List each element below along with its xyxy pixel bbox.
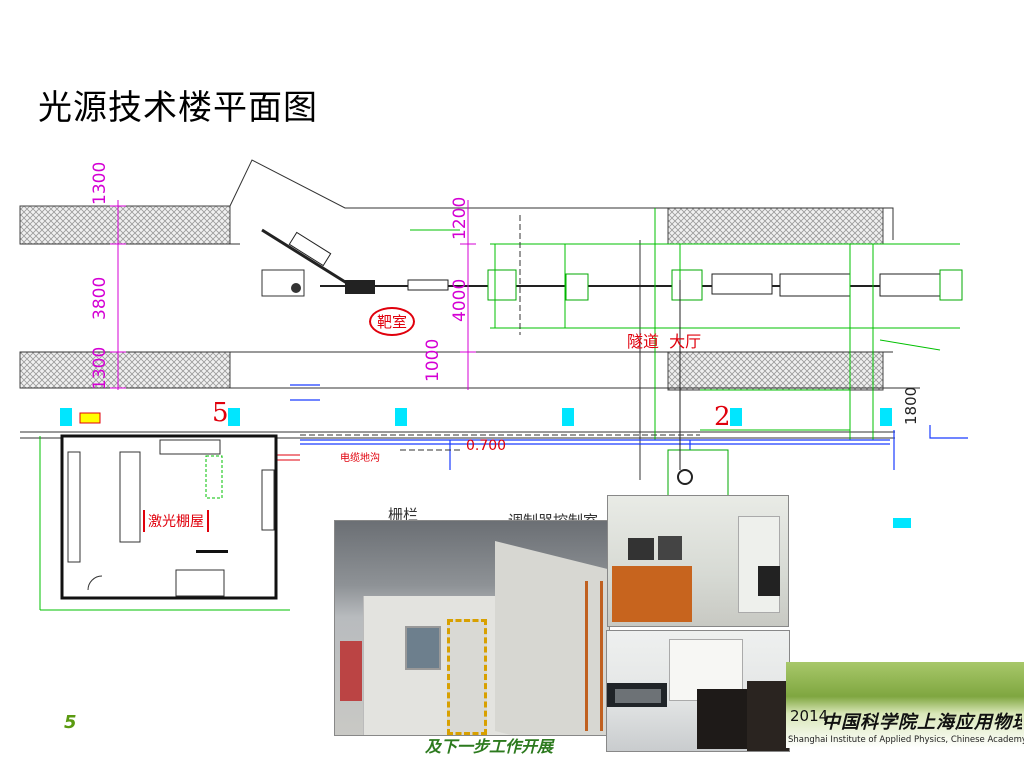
slide-title: 光源技术楼平面图 <box>38 88 318 128</box>
footer-text: 及下一步工作开展 <box>425 737 554 756</box>
dim-1200: 1200 <box>450 196 470 240</box>
dim-3800: 3800 <box>90 276 110 320</box>
target-room-label: 靶室 <box>369 307 416 336</box>
dim-1300-top: 1300 <box>90 161 110 205</box>
institute-name-en: Shanghai Institute of Applied Physics, C… <box>788 735 1024 745</box>
year-label: 2014 <box>790 707 829 725</box>
dim-4000: 4000 <box>450 278 470 322</box>
photo-laser-hut-exterior <box>334 520 610 736</box>
institute-name-cn: 中国科学院上海应用物理研究所 <box>822 712 1022 733</box>
marker-2: 2 <box>714 402 731 432</box>
cable-trench-label: 电缆地沟 <box>340 453 380 464</box>
page-number: 5 <box>64 712 77 733</box>
photo-control-room <box>607 495 789 627</box>
control-tower <box>667 280 729 497</box>
upper-hatched-wall <box>19 205 884 245</box>
fence-label: 栅栏 <box>388 506 419 524</box>
dim-1800: 1800 <box>902 386 920 425</box>
laser-hut-label: 激光棚屋 <box>143 510 209 532</box>
marker-5: 5 <box>212 398 229 428</box>
dim-1000: 1000 <box>423 338 443 382</box>
tunnel-hall-label: 隧道 大厅 <box>627 332 702 351</box>
magenta-dimension-lines <box>110 200 476 390</box>
lower-hatched-wall <box>19 351 884 391</box>
dim-1300-bottom: 1300 <box>90 346 110 390</box>
institute-banner <box>786 662 1024 748</box>
beamline <box>261 228 963 301</box>
cyan-column-markers <box>60 408 911 528</box>
photo-optics-lab <box>606 630 790 752</box>
dashed-axis-lines <box>300 215 700 451</box>
dim-0700: 0.700 <box>466 438 507 454</box>
